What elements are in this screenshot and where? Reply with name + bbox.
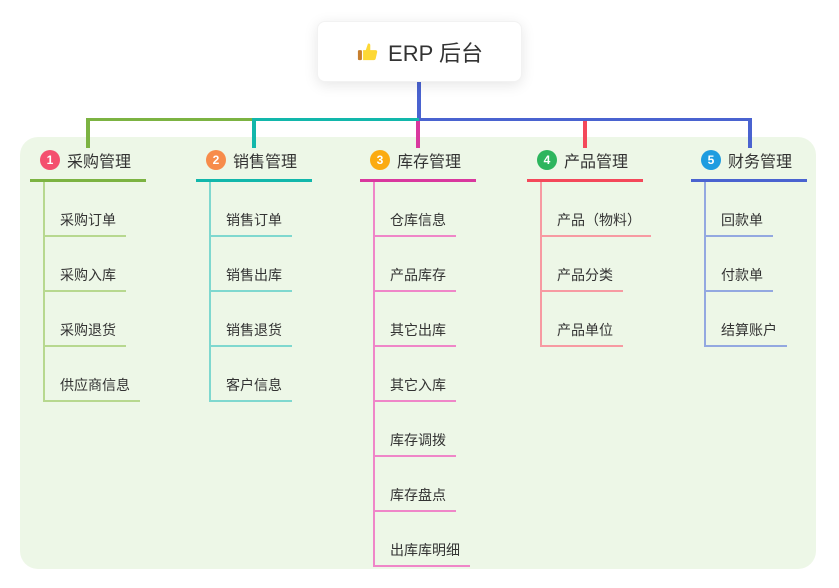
branch-item: 产品分类 xyxy=(542,237,651,292)
branch-item: 客户信息 xyxy=(211,347,312,402)
drop-line-purchase xyxy=(86,118,90,148)
branch-item-label[interactable]: 其它入库 xyxy=(375,375,456,402)
branch-item-label[interactable]: 结算账户 xyxy=(706,320,787,347)
branch-item-label[interactable]: 产品单位 xyxy=(542,320,623,347)
branch-title-label: 销售管理 xyxy=(233,154,298,171)
branch-item: 产品（物料） xyxy=(542,182,651,237)
branch-item-list: 销售订单销售出库销售退货客户信息 xyxy=(209,182,312,402)
bus-line-sales xyxy=(252,118,419,121)
branch-item-label[interactable]: 客户信息 xyxy=(211,375,292,402)
branch-finance: 5 财务管理 回款单付款单结算账户 xyxy=(691,148,807,347)
branch-title[interactable]: 4 产品管理 xyxy=(527,148,643,182)
branch-index-badge: 3 xyxy=(370,150,390,170)
branch-item: 其它出库 xyxy=(375,292,476,347)
branch-item: 库存调拨 xyxy=(375,402,476,457)
branch-item: 结算账户 xyxy=(706,292,807,347)
branch-item-label[interactable]: 采购退货 xyxy=(45,320,126,347)
drop-line-sales xyxy=(252,118,256,148)
branch-item: 产品单位 xyxy=(542,292,651,347)
branch-item-label[interactable]: 产品分类 xyxy=(542,265,623,292)
branch-item: 采购退货 xyxy=(45,292,146,347)
thumbs-up-icon xyxy=(356,40,379,63)
branch-item: 仓库信息 xyxy=(375,182,476,237)
branch-product: 4 产品管理 产品（物料） 产品分类产品单位 xyxy=(527,148,651,347)
root-node-label: ERP 后台 xyxy=(388,40,483,66)
branch-item-label[interactable]: 销售订单 xyxy=(211,210,292,237)
branch-title-label: 采购管理 xyxy=(67,154,132,171)
branch-item-label[interactable]: 销售退货 xyxy=(211,320,292,347)
branch-inventory: 3 库存管理 仓库信息产品库存其它出库其它入库库存调拨库存盘点出库库明细 xyxy=(360,148,476,567)
branch-item: 销售退货 xyxy=(211,292,312,347)
branch-item-label[interactable]: 库存盘点 xyxy=(375,485,456,512)
branch-item: 付款单 xyxy=(706,237,807,292)
branch-title[interactable]: 3 库存管理 xyxy=(360,148,476,182)
branch-item-label[interactable]: 其它出库 xyxy=(375,320,456,347)
branch-item: 出库库明细 xyxy=(375,512,476,567)
branch-item: 采购入库 xyxy=(45,237,146,292)
branch-item-label[interactable]: 产品库存 xyxy=(375,265,456,292)
branch-index-badge: 1 xyxy=(40,150,60,170)
branch-index-badge: 4 xyxy=(537,150,557,170)
branch-title-label: 库存管理 xyxy=(397,154,462,171)
branch-item-label[interactable]: 仓库信息 xyxy=(375,210,456,237)
branch-item-label[interactable]: 出库库明细 xyxy=(375,540,470,567)
branch-item-list: 采购订单采购入库采购退货供应商信息 xyxy=(43,182,146,402)
background-panel xyxy=(20,137,816,569)
branch-title[interactable]: 2 销售管理 xyxy=(196,148,312,182)
branch-item-label[interactable]: 采购入库 xyxy=(45,265,126,292)
branch-title[interactable]: 5 财务管理 xyxy=(691,148,807,182)
root-node[interactable]: ERP 后台 xyxy=(317,21,522,82)
branch-item-label[interactable]: 库存调拨 xyxy=(375,430,456,457)
root-stem-line xyxy=(417,82,421,121)
branch-item-label[interactable]: 付款单 xyxy=(706,265,773,292)
drop-line-finance xyxy=(748,118,752,148)
branch-item: 其它入库 xyxy=(375,347,476,402)
branch-index-badge: 2 xyxy=(206,150,226,170)
branch-item: 产品库存 xyxy=(375,237,476,292)
branch-item-list: 回款单付款单结算账户 xyxy=(704,182,807,347)
drop-line-inventory xyxy=(416,121,420,148)
branch-title[interactable]: 1 采购管理 xyxy=(30,148,146,182)
branch-index-badge: 5 xyxy=(701,150,721,170)
branch-item: 采购订单 xyxy=(45,182,146,237)
drop-line-product xyxy=(583,121,587,148)
branch-title-label: 产品管理 xyxy=(564,154,629,171)
branch-item: 供应商信息 xyxy=(45,347,146,402)
branch-item-label[interactable]: 销售出库 xyxy=(211,265,292,292)
bus-line-finance xyxy=(419,118,752,121)
branch-item: 回款单 xyxy=(706,182,807,237)
bus-line-purchase xyxy=(86,118,256,121)
branch-item-label[interactable]: 供应商信息 xyxy=(45,375,140,402)
branch-title-label: 财务管理 xyxy=(728,154,793,171)
branch-item: 库存盘点 xyxy=(375,457,476,512)
branch-item: 销售订单 xyxy=(211,182,312,237)
branch-purchase: 1 采购管理 采购订单采购入库采购退货供应商信息 xyxy=(30,148,146,402)
branch-item: 销售出库 xyxy=(211,237,312,292)
branch-item-label[interactable]: 回款单 xyxy=(706,210,773,237)
branch-item-label[interactable]: 产品（物料） xyxy=(542,210,651,237)
branch-item-label[interactable]: 采购订单 xyxy=(45,210,126,237)
branch-item-list: 仓库信息产品库存其它出库其它入库库存调拨库存盘点出库库明细 xyxy=(373,182,476,567)
branch-sales: 2 销售管理 销售订单销售出库销售退货客户信息 xyxy=(196,148,312,402)
branch-item-list: 产品（物料） 产品分类产品单位 xyxy=(540,182,651,347)
